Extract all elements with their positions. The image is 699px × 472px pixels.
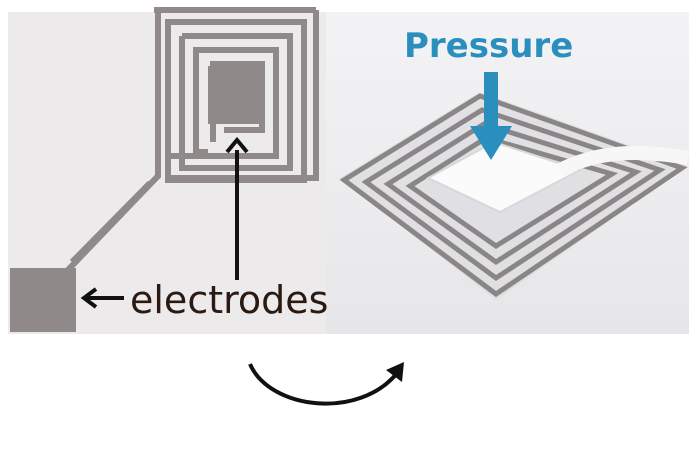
inner-electrode-pad (208, 66, 260, 124)
arrow-left-icon (80, 287, 124, 309)
pressure-label: Pressure (404, 26, 574, 66)
curved-arrow-icon (248, 362, 404, 406)
spiral-electrode-pressed (339, 92, 690, 300)
arrow-up-icon (225, 136, 249, 280)
electrodes-label: electrodes (130, 278, 329, 322)
pressure-arrow-icon (470, 72, 512, 160)
outer-electrode-pad (10, 268, 76, 332)
